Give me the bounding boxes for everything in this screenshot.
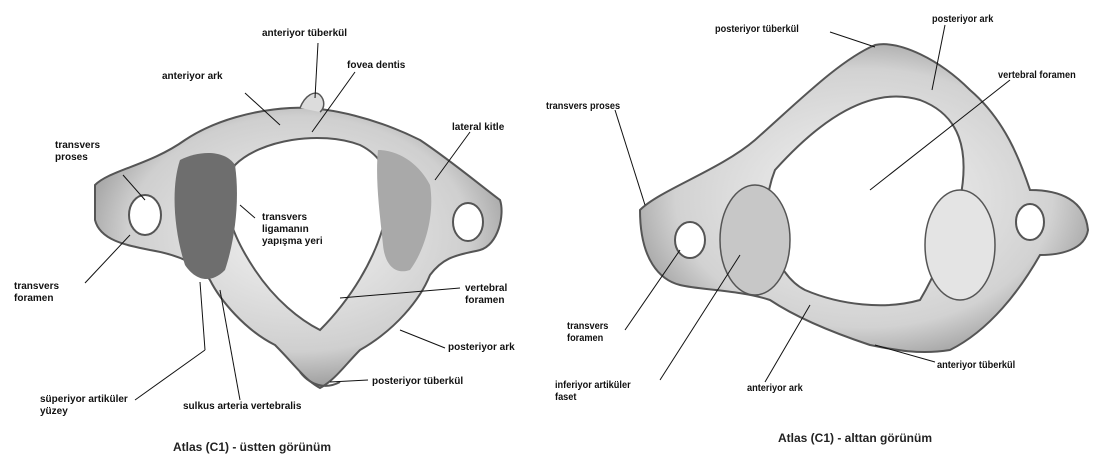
label-sulcus-arteria-vertebralis: sulkus arteria vertebralis — [183, 401, 301, 413]
label-inferior-articular-line1: inferiyor artiküler — [555, 380, 631, 392]
left-inferior-facet — [720, 185, 790, 295]
label-transverse-foramen-line1: transvers — [567, 321, 608, 333]
label-anterior-arch: anteriyor ark — [747, 383, 803, 395]
superior-view-panel: anteriyor tüberkül anteriyor ark fovea d… — [0, 0, 540, 463]
label-lateral-mass: lateral kitle — [452, 122, 504, 134]
label-superior-articular-line2: yüzey — [40, 406, 68, 418]
label-transverse-foramen-line1: transvers — [14, 281, 59, 293]
label-transverse-foramen-line2: foramen — [567, 333, 603, 345]
label-posterior-arch: posteriyor ark — [932, 14, 993, 26]
label-vertebral-foramen: vertebral foramen — [998, 70, 1076, 82]
label-transverse-process: transvers proses — [546, 101, 620, 113]
label-posterior-arch: posteriyor ark — [448, 342, 515, 354]
left-transverse-foramen — [675, 222, 705, 258]
label-ligament-line3: yapışma yeri — [262, 236, 323, 248]
label-posterior-tubercle: posteriyor tüberkül — [372, 376, 463, 388]
right-inferior-facet — [925, 190, 995, 300]
label-vertebral-foramen-line2: foramen — [465, 295, 504, 307]
label-vertebral-foramen-line1: vertebral — [465, 283, 507, 295]
caption-inferior-view: Atlas (C1) - alttan görünüm — [778, 431, 932, 445]
label-anterior-tubercle: anteriyor tüberkül — [937, 360, 1015, 372]
label-transverse-foramen-line2: foramen — [14, 293, 53, 305]
label-ligament-line1: transvers — [262, 212, 307, 224]
label-transverse-process-line1: transvers — [55, 140, 100, 152]
right-transverse-foramen — [453, 203, 483, 241]
inferior-view-panel: posteriyor tüberkül posteriyor ark trans… — [540, 0, 1113, 463]
right-transverse-foramen — [1016, 204, 1044, 240]
label-fovea-dentis: fovea dentis — [347, 60, 405, 72]
label-transverse-process-line2: proses — [55, 152, 88, 164]
caption-superior-view: Atlas (C1) - üstten görünüm — [173, 440, 331, 454]
label-posterior-tubercle: posteriyor tüberkül — [715, 24, 799, 36]
label-anterior-tubercle: anteriyor tüberkül — [262, 28, 347, 40]
left-transverse-foramen — [129, 195, 161, 235]
left-superior-facet — [175, 153, 237, 279]
label-anterior-arch: anteriyor ark — [162, 71, 223, 83]
label-inferior-articular-line2: faset — [555, 392, 576, 404]
label-superior-articular-line1: süperiyor artiküler — [40, 394, 128, 406]
label-ligament-line2: ligamanın — [262, 224, 309, 236]
